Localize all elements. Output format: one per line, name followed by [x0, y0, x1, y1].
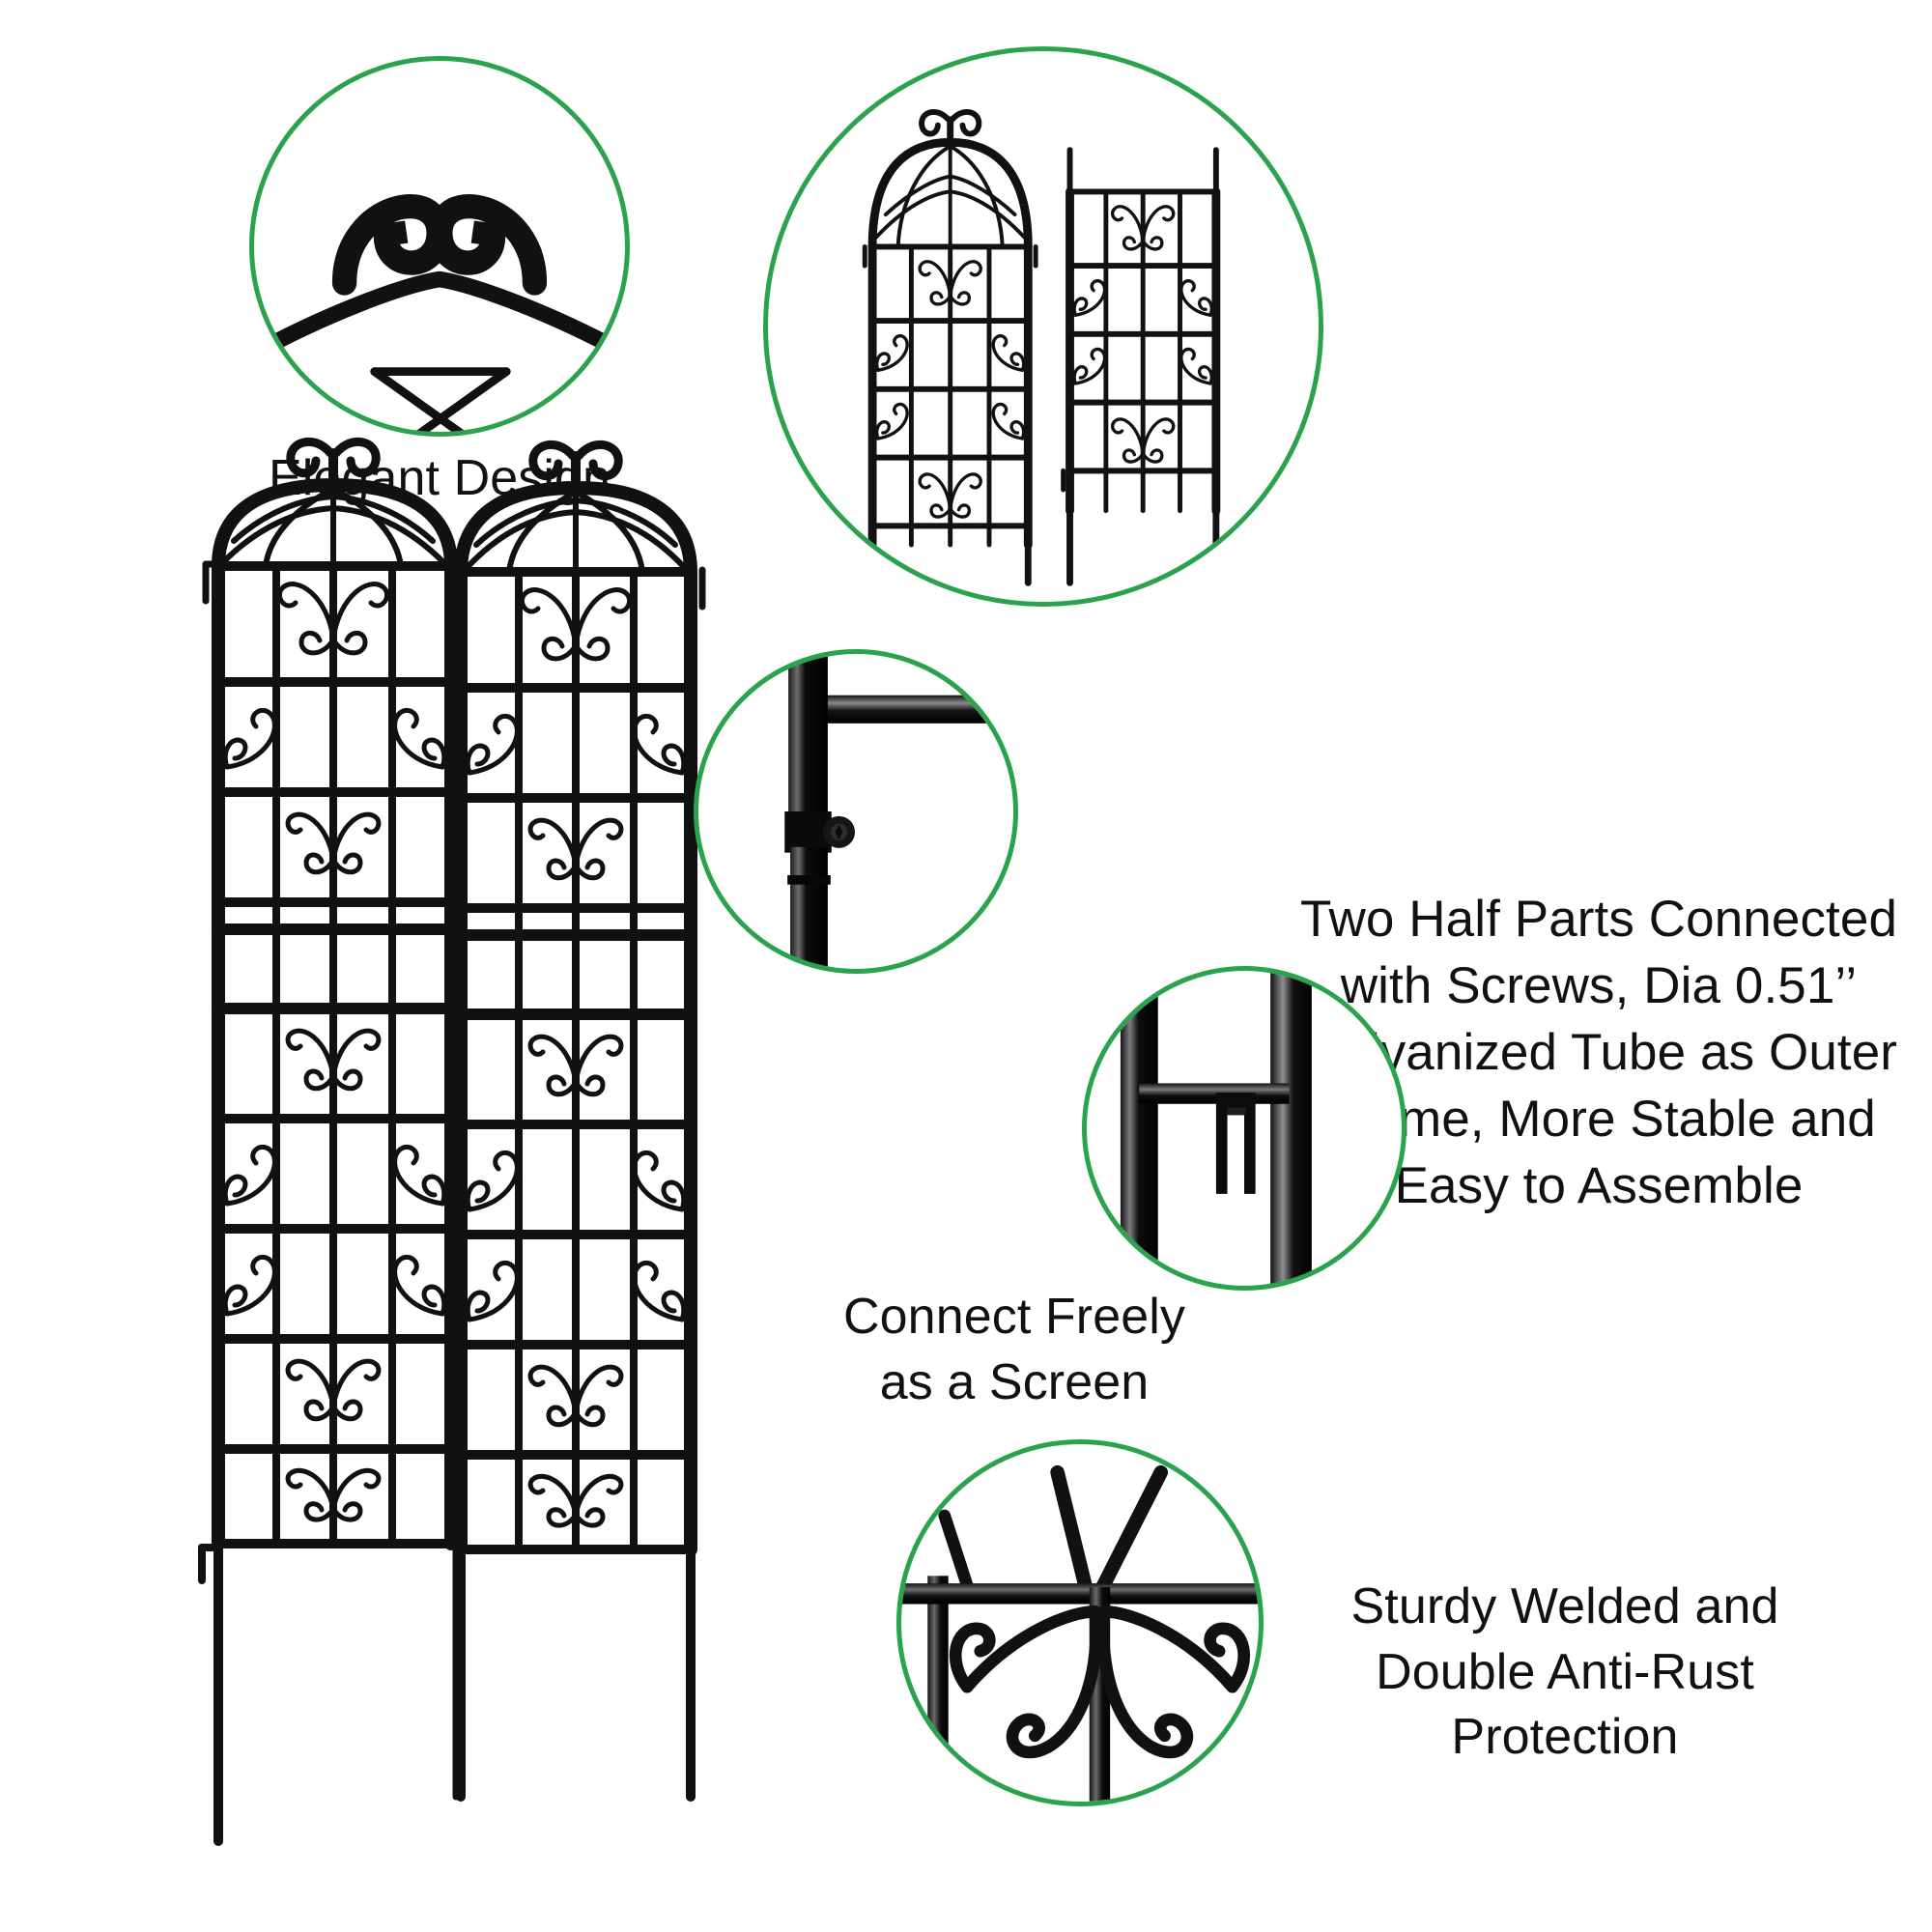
- tube-screw-joint-icon: [784, 654, 1013, 969]
- screw-caption-line-3: Galvanized Tube as Outer: [1299, 1023, 1898, 1081]
- screw-caption-line-5: Easy to Assemble: [1394, 1156, 1804, 1214]
- welded-caption-line-3: Protection: [1451, 1709, 1679, 1766]
- welded-caption: Sturdy Welded and Double Anti-Rust Prote…: [1294, 1575, 1835, 1771]
- screw-caption-line-4: Frame, More Stable and: [1321, 1090, 1876, 1148]
- screw-caption-line-1: Two Half Parts Connected: [1299, 891, 1898, 948]
- welded-caption-line-2: Double Anti-Rust: [1376, 1643, 1754, 1700]
- connect-caption-line-1: Connect Freely: [843, 1289, 1185, 1345]
- two-trellis-panels-icon: [862, 109, 1221, 586]
- connect-caption-line-2: as a Screen: [879, 1353, 1150, 1410]
- screw-joint-callout-circle: [694, 649, 1018, 974]
- welded-scrollwork-icon: [901, 1464, 1259, 1802]
- two-panel-trellis-screen-icon: [198, 438, 706, 1846]
- screw-caption-line-2: with Screws, Dia 0.51’’: [1340, 956, 1858, 1014]
- connector-hook-icon: [1120, 971, 1312, 1286]
- connector-hook-callout-circle: [1082, 966, 1406, 1291]
- welded-scrollwork-callout-circle: [896, 1439, 1264, 1806]
- welded-caption-line-1: Sturdy Welded and: [1350, 1578, 1779, 1634]
- elegant-design-callout-circle: [249, 56, 630, 437]
- connect-screen-caption: Connect Freely as a Screen: [763, 1285, 1265, 1415]
- main-product-illustration: [92, 425, 706, 1893]
- product-overview-callout-circle: [763, 46, 1323, 607]
- scroll-finial-detail-icon: [265, 193, 614, 432]
- screw-joint-caption: Two Half Parts Connected with Screws, Di…: [1265, 887, 1932, 1219]
